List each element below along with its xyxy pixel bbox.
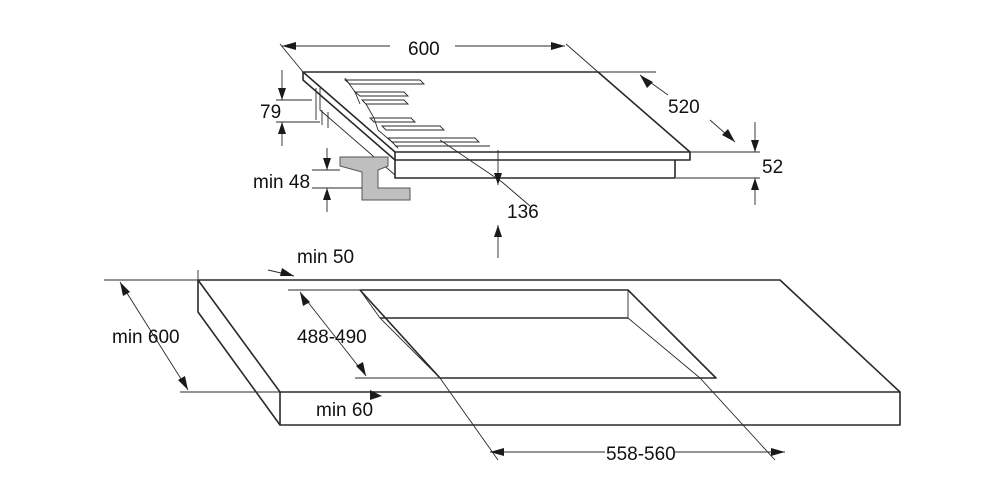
label-burner-height: 79 — [260, 102, 281, 123]
hob-body — [394, 160, 676, 179]
worktop-front — [279, 392, 901, 426]
label-cutout-depth: 488-490 — [297, 327, 367, 348]
label-drop: 136 — [507, 202, 539, 223]
label-min-clearance: min 48 — [253, 172, 310, 193]
worktop-side — [197, 280, 281, 426]
dimension-lines — [104, 42, 785, 461]
hob-bracket — [339, 156, 411, 201]
label-cutout-width: 558-560 — [606, 444, 676, 465]
label-hob-width: 600 — [408, 39, 440, 60]
hob-drawing — [302, 71, 691, 201]
worktop-drawing — [197, 279, 901, 426]
hob-controls — [343, 77, 490, 149]
label-hob-depth: 520 — [668, 97, 700, 118]
label-front-clearance: min 60 — [316, 400, 373, 421]
hob-plate-front — [394, 152, 691, 161]
dimension-labels: 600 520 79 52 min 48 136 min 50 min 600 … — [112, 39, 783, 465]
label-back-clearance: min 50 — [297, 247, 354, 268]
label-hob-height: 52 — [762, 157, 783, 178]
label-worktop-depth: min 600 — [112, 327, 180, 348]
worktop-cutout — [359, 289, 717, 379]
